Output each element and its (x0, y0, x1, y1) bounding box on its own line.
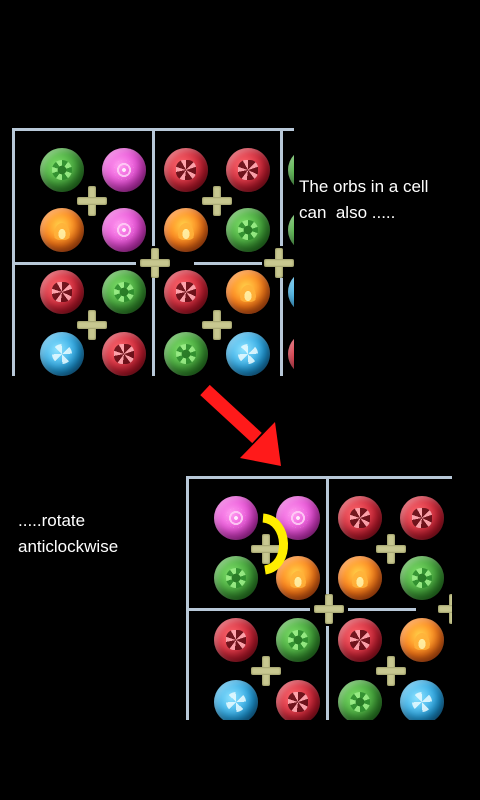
orb-red[interactable] (164, 148, 208, 192)
orb-fire[interactable] (338, 556, 382, 600)
plus-connector-icon (438, 594, 452, 624)
orb-red[interactable] (40, 270, 84, 314)
orb-red[interactable] (400, 496, 444, 540)
orb-pink[interactable] (102, 148, 146, 192)
plus-connector-icon (77, 310, 107, 340)
orb-blue[interactable] (288, 270, 294, 314)
orb-green[interactable] (102, 270, 146, 314)
plus-connector-icon (376, 534, 406, 564)
plus-connector-icon (314, 594, 344, 624)
orb-red[interactable] (338, 496, 382, 540)
grid-line (280, 278, 283, 376)
plus-connector-icon (264, 248, 294, 278)
orb-green[interactable] (400, 556, 444, 600)
orb-red[interactable] (276, 680, 320, 720)
orb-red[interactable] (164, 270, 208, 314)
grid-line (194, 262, 262, 265)
plus-connector-icon (77, 186, 107, 216)
orb-green[interactable] (40, 148, 84, 192)
plus-connector-icon (251, 534, 281, 564)
orb-green[interactable] (214, 556, 258, 600)
orb-pink[interactable] (214, 496, 258, 540)
orb-blue[interactable] (40, 332, 84, 376)
plus-connector-icon (202, 186, 232, 216)
orb-fire[interactable] (276, 556, 320, 600)
top-caption: The orbs in a cell can also ..... (299, 177, 429, 222)
orb-green[interactable] (338, 680, 382, 720)
orb-fire[interactable] (40, 208, 84, 252)
orb-green[interactable] (288, 208, 294, 252)
plus-connector-icon (251, 656, 281, 686)
orb-red[interactable] (288, 332, 294, 376)
orb-green[interactable] (288, 148, 294, 192)
grid-line (186, 476, 189, 720)
orb-green[interactable] (226, 208, 270, 252)
board-before (12, 128, 294, 376)
orb-blue[interactable] (214, 680, 258, 720)
orb-red[interactable] (102, 332, 146, 376)
grid-line (326, 476, 329, 594)
grid-line (186, 476, 452, 479)
grid-line (152, 278, 155, 376)
grid-line (348, 608, 416, 611)
grid-line (12, 262, 136, 265)
orb-red[interactable] (214, 618, 258, 662)
orb-fire[interactable] (400, 618, 444, 662)
orb-fire[interactable] (164, 208, 208, 252)
red-arrow-icon (200, 384, 281, 466)
orb-green[interactable] (164, 332, 208, 376)
grid-line (326, 626, 329, 720)
orb-blue[interactable] (226, 332, 270, 376)
grid-line (152, 128, 155, 246)
grid-line (186, 608, 310, 611)
bottom-caption: .....rotate anticlockwise (18, 511, 119, 556)
orb-pink[interactable] (102, 208, 146, 252)
plus-connector-icon (202, 310, 232, 340)
orb-red[interactable] (226, 148, 270, 192)
grid-line (280, 128, 283, 246)
plus-connector-icon (376, 656, 406, 686)
orb-blue[interactable] (400, 680, 444, 720)
orb-red[interactable] (338, 618, 382, 662)
orb-green[interactable] (276, 618, 320, 662)
plus-connector-icon (140, 248, 170, 278)
board-after (186, 476, 452, 720)
orb-fire[interactable] (226, 270, 270, 314)
anticlockwise-rotation-icon (261, 513, 288, 575)
grid-line (12, 128, 15, 376)
